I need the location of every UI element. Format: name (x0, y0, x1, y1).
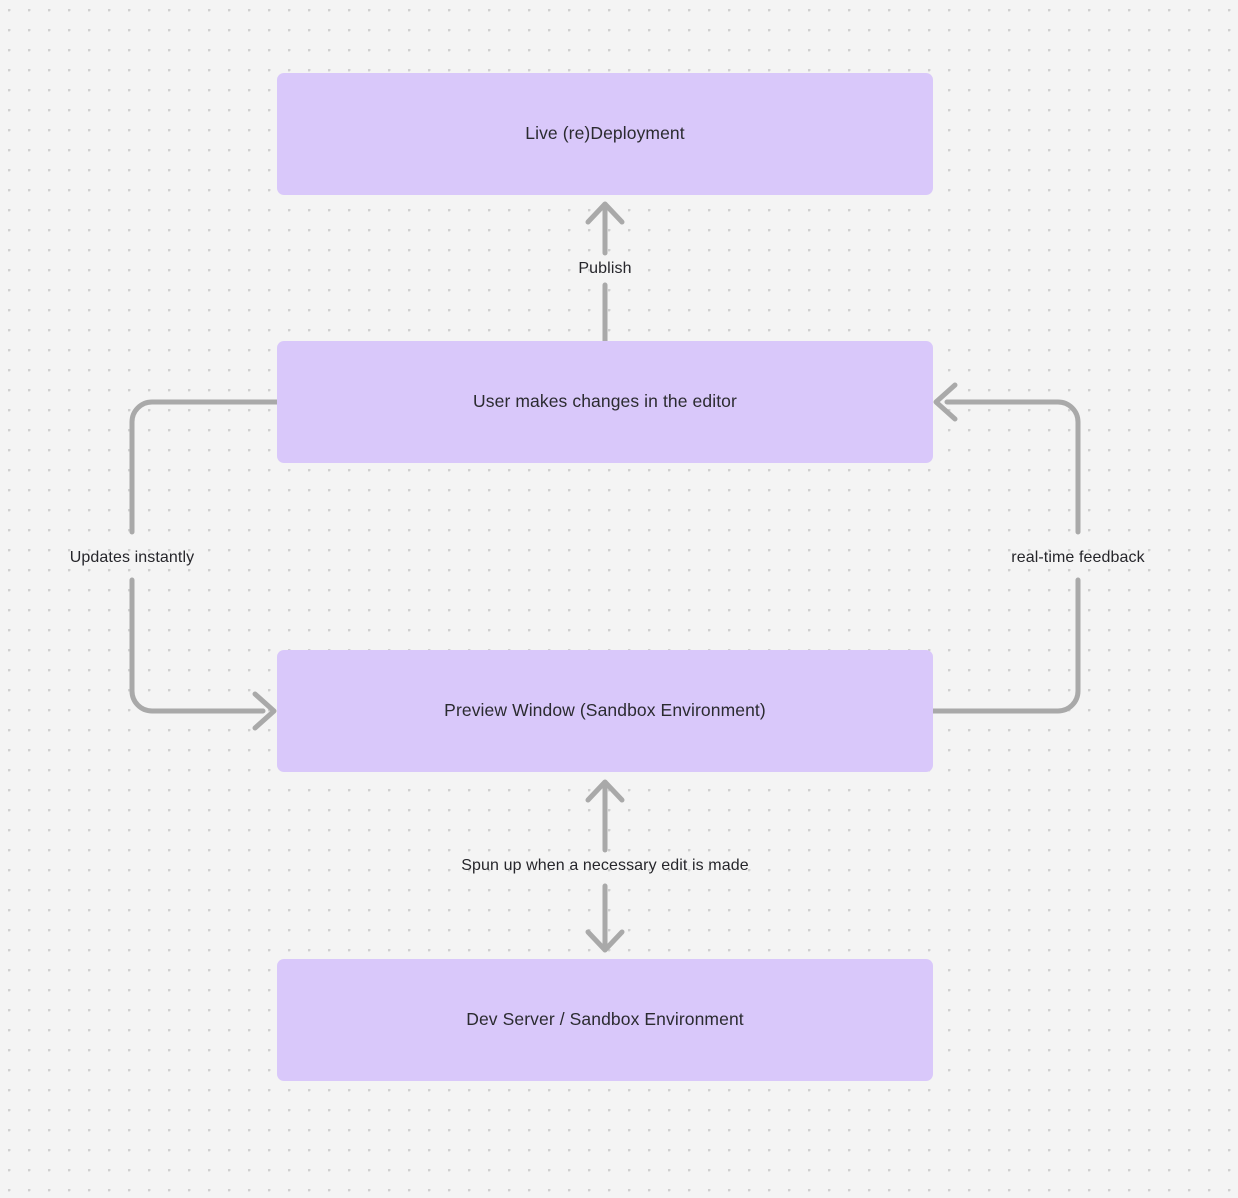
edge-label-spun-up: Spun up when a necessary edit is made (461, 857, 749, 874)
edge-realtime-line-upper (944, 399, 1081, 535)
edge-updates-arrowhead-icon (252, 691, 277, 731)
node-dev-server[interactable]: Dev Server / Sandbox Environment (277, 959, 933, 1081)
node-dev-server-label: Dev Server / Sandbox Environment (466, 1009, 744, 1030)
node-live-redeployment[interactable]: Live (re)Deployment (277, 73, 933, 195)
edge-updates-line-lower (129, 577, 266, 714)
edge-real-time-feedback (930, 382, 1081, 714)
edge-publish-arrowhead-icon (585, 201, 625, 225)
edge-label-updates-instantly: Updates instantly (69, 549, 195, 566)
node-user-makes-changes[interactable]: User makes changes in the editor (277, 341, 933, 463)
edge-label-real-time-feedback: real-time feedback (1011, 549, 1145, 566)
edge-updates-line-upper (129, 399, 280, 535)
edge-label-publish: Publish (578, 260, 632, 277)
node-live-redeployment-label: Live (re)Deployment (525, 123, 685, 144)
edge-realtime-arrowhead-icon (933, 382, 958, 422)
edge-spunup-arrowhead-up-icon (585, 779, 625, 803)
node-user-makes-changes-label: User makes changes in the editor (473, 391, 737, 412)
edge-spunup-arrowhead-down-icon (585, 929, 625, 953)
node-preview-window[interactable]: Preview Window (Sandbox Environment) (277, 650, 933, 772)
edge-realtime-line-lower (930, 577, 1081, 714)
node-preview-window-label: Preview Window (Sandbox Environment) (444, 700, 766, 721)
